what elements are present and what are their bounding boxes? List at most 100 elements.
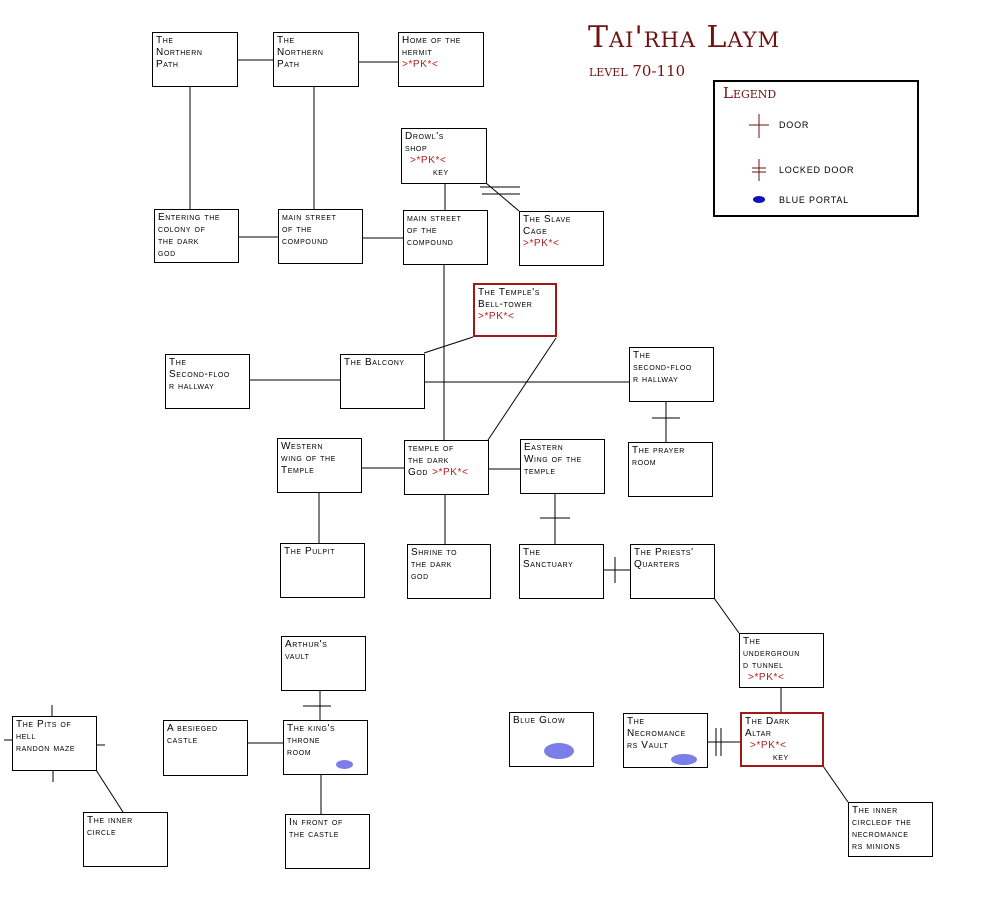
room-label: Shrine to: [411, 547, 458, 558]
room-label: Cage: [523, 226, 548, 237]
room-label: The: [277, 35, 295, 46]
room-label: Entering the: [158, 212, 221, 223]
room-label: Temple: [281, 465, 315, 476]
room-label: castle: [167, 735, 198, 746]
legend-heading: Legend: [723, 84, 777, 102]
room-label: A besieged: [167, 723, 218, 734]
blue-portal-icon: [544, 743, 574, 759]
room-label: The Temple's: [478, 287, 541, 298]
legend-blue-portal-label: blue portal: [779, 195, 849, 205]
room-label: Quarters: [634, 559, 680, 570]
locked-door-icon: [752, 159, 766, 181]
legend: Legend door locked door blue portal: [713, 80, 919, 217]
room-label: The: [743, 636, 761, 647]
room-label: the dark: [411, 559, 453, 570]
pk-marker: >*PK*<: [432, 467, 469, 478]
room-label: Bell-tower: [478, 299, 533, 310]
room-label: The Dark: [745, 716, 791, 727]
blue-portal-icon: [671, 754, 697, 765]
room-label: randon maze: [16, 743, 76, 754]
room-label: temple: [524, 466, 556, 477]
room-box: The Priests'Quarters: [630, 544, 715, 599]
room-label: god: [158, 248, 176, 259]
room-label: colony of: [158, 224, 206, 235]
map-title: Tai'rha Laym: [588, 20, 781, 55]
room-label: of the: [282, 224, 313, 235]
door-icon: [4, 417, 680, 782]
room-label: Necromance: [627, 728, 686, 739]
room-label: The Pulpit: [284, 546, 336, 557]
room-label: The: [523, 547, 541, 558]
room-label: Drowl's: [405, 131, 444, 142]
room-label: d tunnel: [743, 660, 784, 671]
room-label: In front of: [289, 817, 343, 828]
door-icon: [749, 114, 769, 138]
room-label: Sanctuary: [523, 559, 574, 570]
room-label: Path: [156, 59, 179, 70]
room-label: The inner: [87, 815, 133, 826]
pk-marker: >*PK*<: [523, 238, 560, 249]
room-label: room: [632, 457, 657, 468]
room-label: compound: [282, 236, 329, 247]
room-label: The: [633, 350, 651, 361]
room-label: The: [627, 716, 645, 727]
room-box: The Pulpit: [280, 543, 365, 598]
pk-marker: >*PK*<: [410, 155, 447, 166]
pk-marker: >*PK*<: [402, 59, 439, 70]
room-label: The Slave: [523, 214, 572, 225]
room-label: Arthur's: [285, 639, 328, 650]
pk-marker: >*PK*<: [478, 311, 515, 322]
room-label: room: [287, 747, 312, 758]
room-label: shop: [405, 143, 428, 154]
locked-door-icon: [480, 186, 722, 756]
blue-portal-icon: [753, 196, 765, 203]
room-label: main street: [407, 213, 462, 224]
room-label: rs Vault: [627, 740, 669, 751]
room-box: Blue Glow: [509, 712, 594, 767]
room-label: Home of the: [402, 35, 462, 46]
room-label: The prayer: [632, 445, 685, 456]
room-label: throne: [287, 735, 321, 746]
room-label: the castle: [289, 829, 340, 840]
pk-marker: >*PK*<: [748, 672, 785, 683]
room-label: Northern: [277, 47, 324, 58]
room-label: r hallway: [169, 381, 215, 392]
room-label: Wing of the: [524, 454, 582, 465]
room-label: of the: [407, 225, 438, 236]
room-label: The Balcony: [344, 357, 405, 368]
room-label: The Priests': [634, 547, 694, 558]
legend-door-label: door: [779, 120, 810, 130]
room-label: The king's: [287, 723, 336, 734]
room-label: r hallway: [633, 374, 679, 385]
room-label: vault: [285, 651, 310, 662]
room-label: The Pits of: [16, 719, 72, 730]
room-label: circle: [87, 827, 117, 838]
room-label: second-floo: [633, 362, 692, 373]
pk-marker: >*PK*<: [750, 740, 787, 751]
room-label: hermit: [402, 47, 433, 58]
key-marker: key: [433, 167, 449, 178]
room-label: the dark: [158, 236, 200, 247]
room-box: The Balcony: [340, 354, 425, 409]
level-range: level 70-110: [589, 62, 686, 80]
room-label: Northern: [156, 47, 203, 58]
